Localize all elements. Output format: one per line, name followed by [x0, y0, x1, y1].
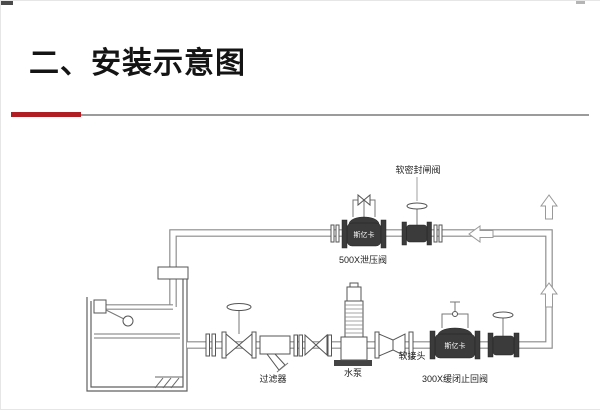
relief-valve-500x: 斯亿卡 — [341, 193, 387, 249]
handwheel-icon — [406, 202, 428, 210]
float-ball — [122, 315, 134, 327]
label-pump: 水泵 — [344, 367, 362, 378]
pilot-valve-icon — [357, 193, 365, 207]
brand-label: 斯亿卡 — [354, 230, 375, 239]
handwheel-icon — [226, 303, 252, 311]
flange-pair-bypass-right — [433, 224, 443, 243]
scan-artifact-top-left — [1, 1, 13, 5]
gate-valve-suction — [221, 303, 257, 359]
flexible-joint-suction — [293, 333, 332, 357]
tank-fill-pipe — [93, 299, 173, 327]
label-relief-valve: 500X泄压阀 — [339, 254, 387, 265]
gate-valve-bypass — [401, 202, 432, 246]
flow-arrow-left-icon — [468, 225, 494, 243]
pipe-wall-collar — [157, 266, 189, 280]
flow-arrow-up-icon-2 — [540, 282, 558, 308]
pipe-loop — [169, 229, 553, 349]
label-flexible-joint: 软接头 — [398, 350, 425, 361]
pump-motor — [346, 286, 362, 302]
flange-pair-bypass-left — [330, 224, 340, 243]
flow-arrow-up-icon-1 — [540, 194, 558, 220]
pump-ribs — [345, 304, 363, 334]
gate-valve-discharge — [487, 311, 520, 358]
float-valve — [93, 299, 107, 314]
brand-label: 斯亿卡 — [445, 341, 466, 350]
drain-hatch — [154, 376, 183, 389]
label-strainer: 过滤器 — [259, 373, 286, 384]
water-tank — [86, 273, 188, 392]
flange-pair-suction — [205, 333, 216, 357]
pump-base — [334, 360, 372, 366]
float-arm — [105, 309, 125, 320]
handwheel-icon — [492, 311, 514, 319]
label-soft-seal-gate-valve: 软密封闸阀 — [395, 164, 440, 175]
title-divider-accent — [11, 112, 81, 117]
scan-artifact-top-right — [576, 1, 585, 4]
pump — [334, 282, 372, 366]
check-valve-300x: 斯亿卡 — [429, 301, 481, 360]
title-divider-rule — [81, 114, 589, 116]
page-title: 二、安装示意图 — [29, 47, 246, 80]
label-check-valve: 300X缓闭止回阀 — [422, 373, 488, 384]
flexible-joint-discharge — [374, 331, 414, 359]
strainer — [259, 335, 291, 373]
